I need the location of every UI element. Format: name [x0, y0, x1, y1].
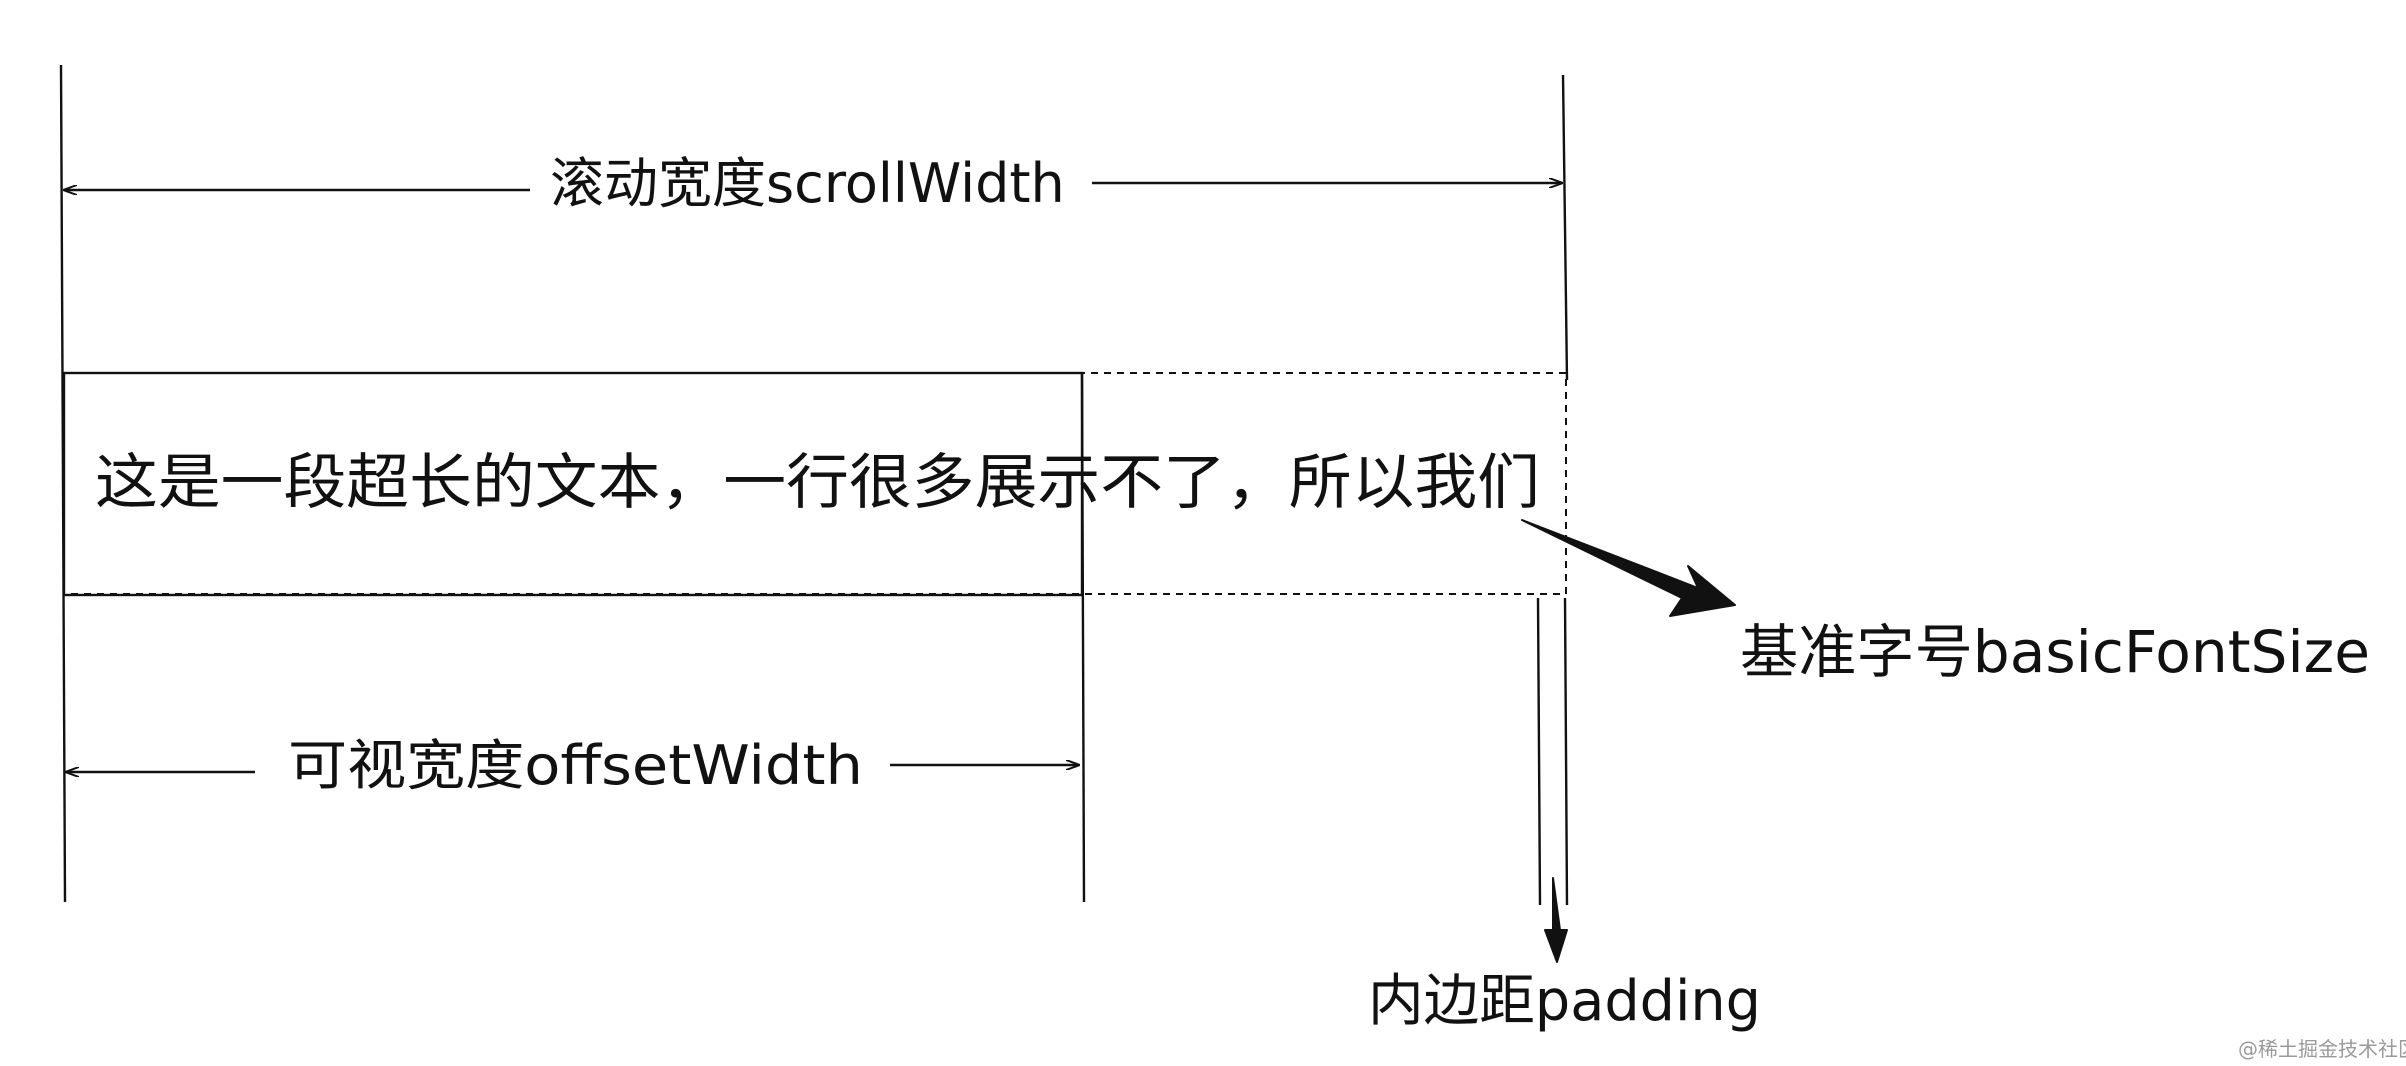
scroll-width-label: 滚动宽度scrollWidth	[550, 152, 1065, 215]
visible-viewport-box	[62, 371, 1084, 597]
long-sample-text: 这是一段超长的文本，一行很多展示不了，所以我们	[95, 448, 1540, 518]
padding-pointer-arrow	[1544, 877, 1568, 963]
padding-label: 内边距padding	[1368, 969, 1761, 1034]
scroll-right-boundary-line	[1561, 74, 1569, 381]
watermark-text: @稀土掘金技术社区	[2238, 1037, 2406, 1061]
font-size-pointer-arrow	[1521, 519, 1736, 617]
font-size-label: 基准字号basicFontSize	[1740, 618, 2370, 686]
padding-right-line	[1563, 597, 1569, 906]
padding-left-line	[1536, 597, 1542, 906]
offset-width-label: 可视宽度offsetWidth	[288, 734, 863, 797]
